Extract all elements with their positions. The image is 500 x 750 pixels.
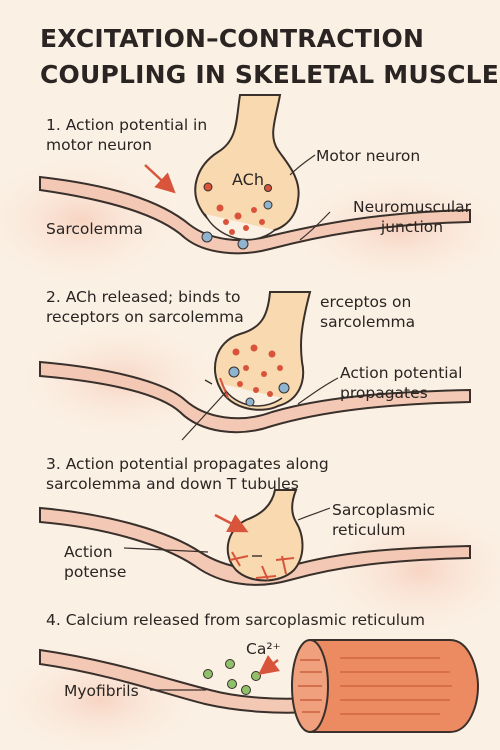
panel-3-step-label: 3. Action potential propagates along sar… [46, 455, 329, 493]
panel-1-artwork [39, 94, 471, 255]
calcium-label: Ca²⁺ [246, 640, 281, 658]
myofibrils-label: Myofibrils [64, 682, 139, 700]
motor-neuron-terminal-3 [226, 489, 304, 582]
sarcolemma-label: Sarcolemma [46, 220, 143, 238]
panel-1-step-label: 1. Action potential in motor neuron [46, 116, 208, 154]
panel-3-artwork [39, 489, 471, 586]
sarcolemma-membrane-2 [39, 360, 471, 434]
sarcoplasmic-reticulum-label: Sarcoplasmic reticulum [332, 501, 436, 539]
diagram-title-line2: COUPLING IN SKELETAL MUSCLE [40, 60, 500, 89]
action-potense-label: Action potense [64, 543, 127, 581]
neuromuscular-junction-label: Neuromuscular junction [353, 198, 471, 236]
panel-4-artwork [39, 639, 480, 733]
synaptic-cleft [204, 213, 276, 241]
motor-neuron-label: Motor neuron [316, 147, 421, 165]
ach-label: ACh [232, 170, 264, 189]
panel-4-step-label: 4. Calcium released from sarcoplasmic re… [46, 611, 426, 629]
panel-2-artwork [39, 291, 471, 441]
motor-neuron-terminal-2 [213, 291, 312, 411]
panel-2-step-label: 2. ACh released; binds to receptors on s… [46, 288, 244, 326]
receptors-label: erceptos on sarcolemma [320, 293, 416, 331]
sarcolemma-membrane [39, 175, 471, 255]
diagram-title-line1: EXCITATION–CONTRACTION [40, 24, 425, 53]
action-potential-propagates-label: Action potential propagates [340, 364, 463, 402]
